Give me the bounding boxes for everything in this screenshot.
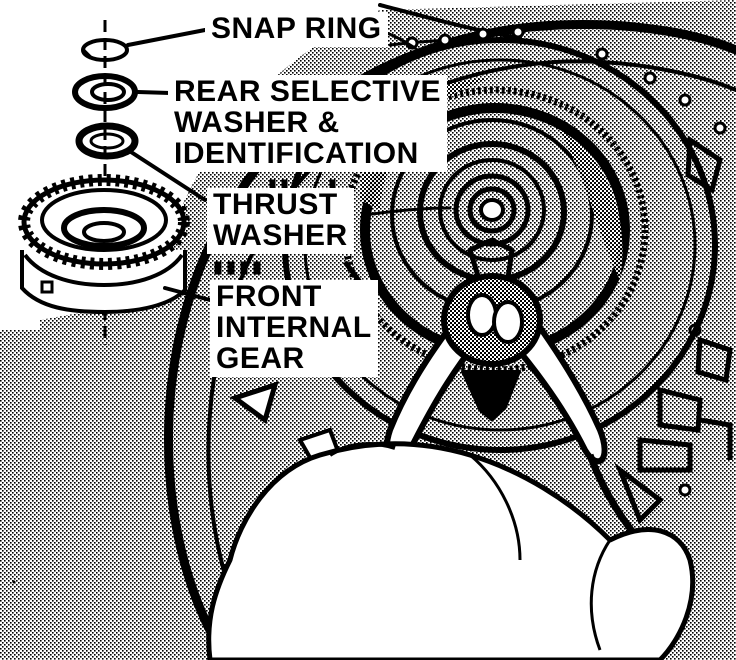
snap-ring-pliers [383,237,668,602]
thrust-washer-part [75,122,139,160]
snap-ring-part [81,38,129,62]
callout-snap-ring-line-1: SNAP RING [211,12,382,45]
front-internal-gear-part [18,174,190,315]
callout-rear-selective-washer-line-2: WASHER & [174,106,340,139]
callout-thrust-washer-line-2: WASHER [213,219,348,252]
exploded-parts [18,20,190,345]
leader-lines [126,28,452,302]
callout-front-internal-gear-line-3: GEAR [216,342,305,375]
callout-thrust-washer: THRUST WASHER [207,188,354,254]
callout-snap-ring: SNAP RING [205,12,388,47]
housing-details [614,135,733,525]
callout-front-internal-gear-line-1: FRONT [216,280,322,313]
callout-rear-selective-washer: REAR SELECTIVE WASHER & IDENTIFICATION [168,75,448,172]
callout-thrust-washer-line-1: THRUST [213,188,338,221]
stray-mark [12,580,16,584]
bolt-holes [405,25,727,497]
rear-selective-washer-part [72,73,138,111]
callout-front-internal-gear: FRONT INTERNAL GEAR [210,280,378,377]
callout-front-internal-gear-line-2: INTERNAL [216,311,372,344]
callout-rear-selective-washer-line-1: REAR SELECTIVE [174,75,442,108]
callout-rear-selective-washer-line-3: IDENTIFICATION [174,137,419,170]
